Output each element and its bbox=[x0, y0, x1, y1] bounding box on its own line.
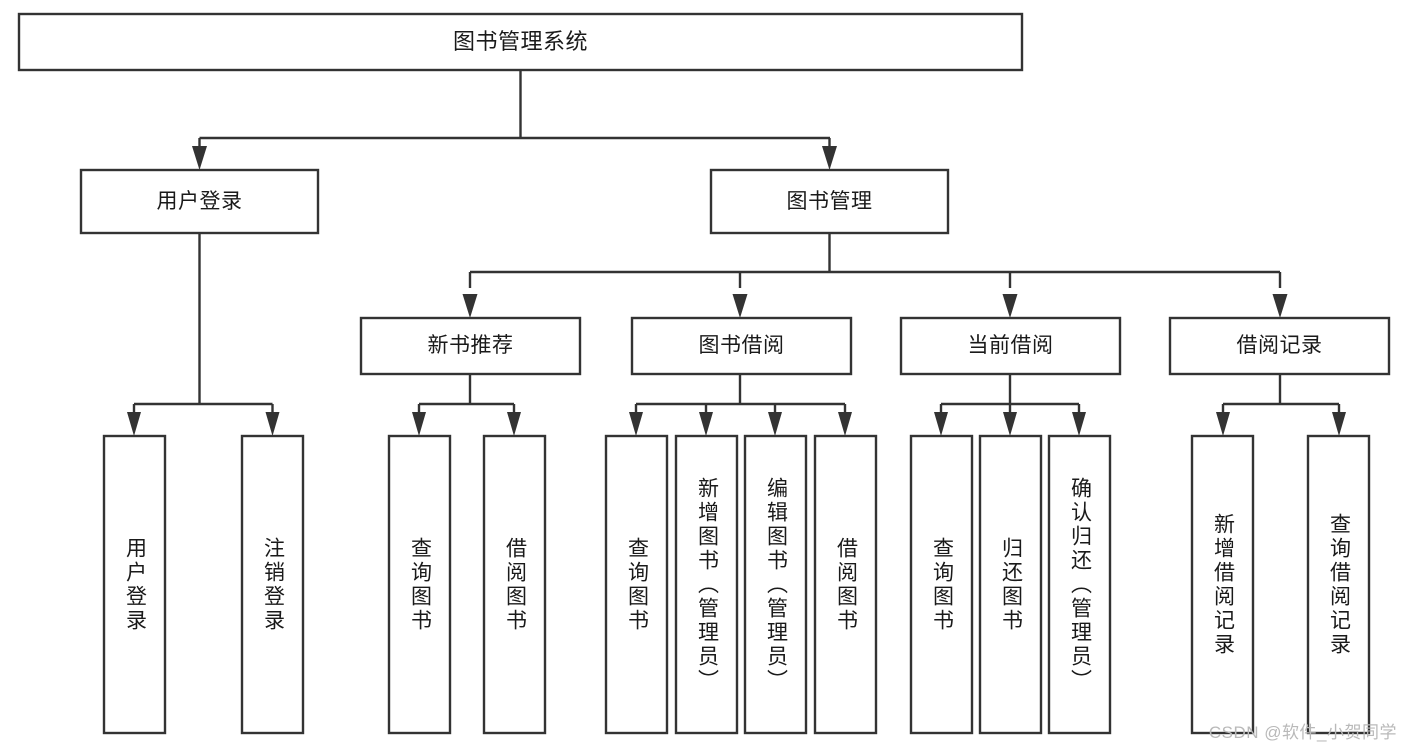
node-box-leaf-edit-book[interactable] bbox=[743, 434, 808, 735]
edges-book-manage-to-level3 bbox=[462, 233, 1288, 318]
arrow-leaf-8 bbox=[934, 412, 948, 436]
node-box-leaf-return-book[interactable] bbox=[978, 434, 1043, 735]
arrow-l3-1 bbox=[732, 294, 748, 318]
arrow-l3-2 bbox=[1002, 294, 1018, 318]
node-box-leaf-query-book-c[interactable] bbox=[909, 434, 974, 735]
edges-current-borrow-to-leaves bbox=[934, 374, 1086, 436]
arrow-leaf-3 bbox=[507, 412, 521, 436]
node-box-book-manage[interactable] bbox=[709, 168, 950, 235]
node-box-leaf-borrow-book-b[interactable] bbox=[813, 434, 878, 735]
arrow-leaf-1 bbox=[265, 412, 280, 436]
edges-user-login-to-leaves bbox=[127, 233, 280, 436]
arrow-leaf-9 bbox=[1003, 412, 1017, 436]
arrow-leaf-12 bbox=[1332, 412, 1346, 436]
arrow-leaf-10 bbox=[1072, 412, 1086, 436]
node-box-leaf-query-record[interactable] bbox=[1306, 434, 1371, 735]
node-box-user-login[interactable] bbox=[79, 168, 320, 235]
node-box-leaf-borrow-book-a[interactable] bbox=[482, 434, 547, 735]
arrow-l3-3 bbox=[1272, 294, 1288, 318]
edges-root-to-level2 bbox=[192, 70, 837, 170]
node-box-leaf-query-book-b[interactable] bbox=[604, 434, 669, 735]
node-box-current-borrow[interactable] bbox=[899, 316, 1122, 376]
node-box-root[interactable] bbox=[17, 12, 1024, 72]
node-box-leaf-add-record[interactable] bbox=[1190, 434, 1255, 735]
arrow-leaf-6 bbox=[768, 412, 782, 436]
node-box-borrow-record[interactable] bbox=[1168, 316, 1391, 376]
arrow-leaf-11 bbox=[1216, 412, 1230, 436]
csdn-watermark: CSDN @软件_小贺同学 bbox=[1208, 723, 1397, 742]
arrow-leaf-5 bbox=[699, 412, 713, 436]
arrow-leaf-2 bbox=[412, 412, 426, 436]
node-box-leaf-confirm-return[interactable] bbox=[1047, 434, 1112, 735]
node-box-leaf-user-login[interactable] bbox=[102, 434, 167, 735]
node-box-leaf-add-book[interactable] bbox=[674, 434, 739, 735]
arrow-leaf-4 bbox=[629, 412, 643, 436]
edges-borrow-record-to-leaves bbox=[1216, 374, 1346, 436]
node-box-leaf-logout[interactable] bbox=[240, 434, 305, 735]
node-box-new-book-recommend[interactable] bbox=[359, 316, 582, 376]
node-box-leaf-query-book-a[interactable] bbox=[387, 434, 452, 735]
arrow-l3-0 bbox=[462, 294, 478, 318]
edges-book-borrow-to-leaves bbox=[629, 374, 852, 436]
edges-new-book-to-leaves bbox=[412, 374, 521, 436]
arrow-leaf-7 bbox=[838, 412, 852, 436]
arrow-to-user-login bbox=[192, 146, 207, 170]
arrow-leaf-0 bbox=[127, 412, 141, 436]
node-box-book-borrow[interactable] bbox=[630, 316, 853, 376]
arrow-to-book-manage bbox=[822, 146, 837, 170]
